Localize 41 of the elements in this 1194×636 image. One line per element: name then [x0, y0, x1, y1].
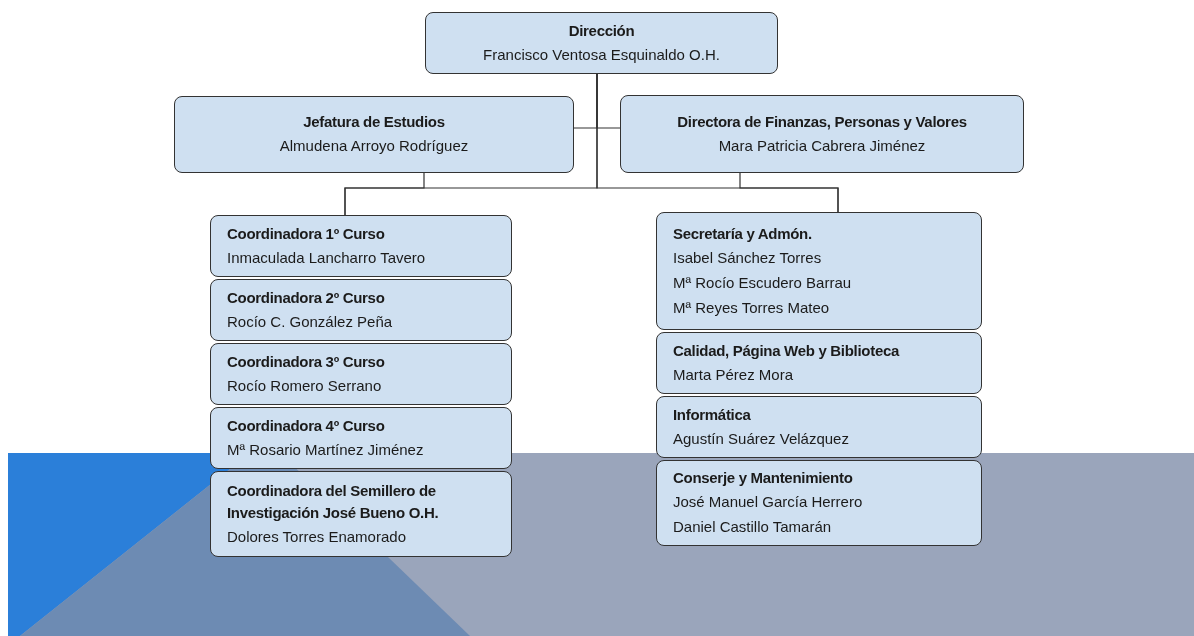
person-name: Francisco Ventosa Esquinaldo O.H.: [483, 44, 720, 65]
person-name: Agustín Suárez Velázquez: [673, 428, 849, 449]
org-box: [620, 95, 1024, 173]
role-title: Conserje y Mantenimiento: [673, 468, 853, 488]
person-name: Mara Patricia Cabrera Jiménez: [718, 135, 926, 156]
person-name: Dolores Torres Enamorado: [227, 526, 406, 547]
org-box: [656, 212, 982, 330]
connector-line: [739, 172, 839, 213]
org-box: [210, 343, 512, 405]
org-box: [656, 460, 982, 546]
person-name: José Manuel García Herrero: [673, 492, 863, 512]
person-name: Mª Rocío Escudero Barrau: [673, 272, 852, 293]
org-box: [425, 12, 778, 74]
role-title: Informática: [673, 404, 751, 425]
person-name: Marta Pérez Mora: [673, 364, 794, 385]
role-title: Coordinadora del Semillero de Investigación José Bueno O.H.: [227, 480, 440, 523]
role-title: Coordinadora 1º Curso: [227, 223, 385, 244]
person-name: Mª Reyes Torres Mateo: [673, 297, 830, 318]
role-title: Calidad, Página Web y Biblioteca: [673, 340, 899, 361]
org-box: [210, 215, 512, 277]
org-box: [210, 407, 512, 469]
person-name: Mª Rosario Martínez Jiménez: [227, 439, 424, 460]
person-name: Inmaculada Lancharro Tavero: [227, 247, 426, 268]
person-name: Almudena Arroyo Rodríguez: [279, 136, 469, 156]
role-title: Dirección: [568, 20, 635, 41]
connector-line: [344, 172, 425, 216]
person-name: Rocío Romero Serrano: [227, 375, 382, 396]
role-title: Coordinadora 4º Curso: [227, 415, 385, 436]
role-title: Coordinadora 2º Curso: [227, 287, 385, 308]
org-box: [174, 96, 574, 173]
org-box: [210, 471, 512, 557]
person-name: Rocío C. González Peña: [227, 311, 393, 332]
role-title: Secretaría y Admón.: [673, 223, 812, 244]
person-name: Daniel Castillo Tamarán: [673, 517, 832, 537]
org-box: [656, 396, 982, 458]
role-title: Directora de Finanzas, Personas y Valores: [677, 111, 967, 132]
role-title: Jefatura de Estudios: [303, 112, 445, 132]
role-title: Coordinadora 3º Curso: [227, 351, 385, 372]
person-name: Isabel Sánchez Torres: [673, 247, 822, 268]
org-box: [656, 332, 982, 394]
org-box: [210, 279, 512, 341]
